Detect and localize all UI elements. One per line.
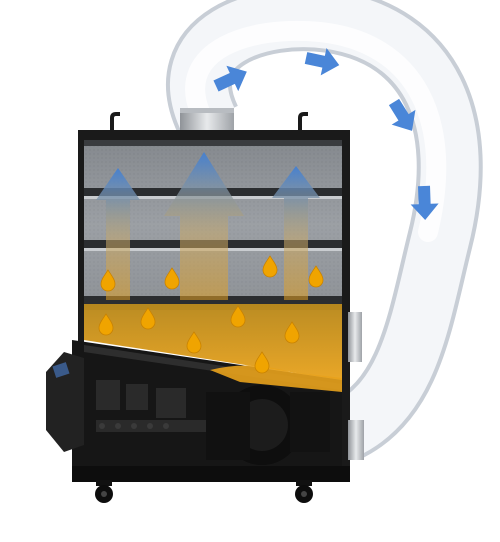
oil-drop-icon [140,307,156,330]
arrow-icon [388,98,416,131]
side-inlet-collars [348,312,364,460]
oil-drop-icon [164,267,180,290]
arrow-icon [410,185,439,220]
oil-droplets [98,255,324,374]
arrow-icon [213,65,247,92]
oil-drop-icon [262,255,278,278]
caster-wheel-icon [295,480,313,503]
oil-drop-icon [254,351,270,374]
flexible-duct-hose [166,0,483,460]
oil-drop-icon [308,265,324,288]
caster-wheels [95,480,313,503]
oil-drop-icon [186,331,202,354]
oil-drop-icon [230,305,246,328]
arrow-icon [164,152,244,300]
arrow-icon [304,48,340,76]
arrow-icon [272,166,320,300]
oil-drop-icon [98,313,114,336]
airflow-arrows-hose [213,48,439,220]
arrow-icon [96,168,140,300]
caster-wheel-icon [95,480,113,503]
oil-drop-icon [284,321,300,344]
oil-drop-icon [100,269,116,292]
airflow-arrows-cabinet [96,152,320,300]
